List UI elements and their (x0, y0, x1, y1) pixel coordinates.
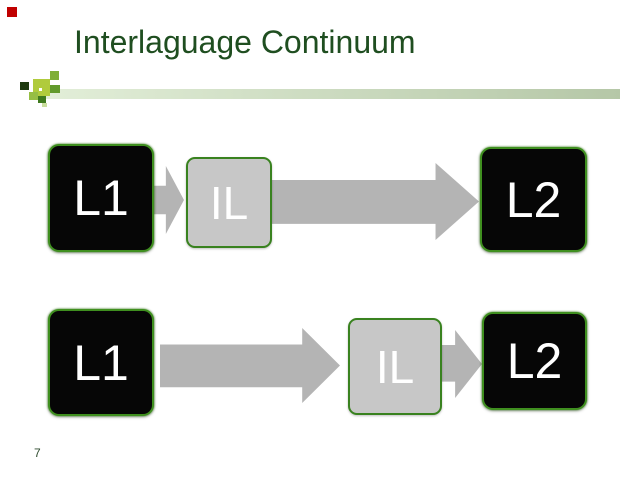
box-l1-row1: L1 (48, 144, 154, 252)
box-l1-row1-label: L1 (73, 170, 129, 226)
pixel-square (42, 103, 47, 107)
box-l1-row2-label: L1 (73, 334, 129, 391)
page-number: 7 (34, 446, 41, 460)
box-il-row2: IL (348, 318, 442, 415)
pixel-square (50, 85, 60, 93)
box-l1-row2: L1 (48, 309, 154, 416)
box-l2-row2-label: L2 (506, 333, 563, 389)
pixel-square (50, 71, 59, 80)
box-il-row2-label: IL (375, 340, 415, 393)
box-il-row1: IL (186, 157, 272, 248)
arrow-l1-to-il-row1 (151, 166, 184, 234)
box-l2-row1: L2 (480, 147, 587, 252)
box-l2-row1-label: L2 (505, 171, 562, 228)
arrow-il-to-l2-row2 (440, 330, 482, 398)
pixel-square (20, 82, 29, 90)
red-corner-square-icon (7, 7, 17, 17)
box-il-row1-label: IL (209, 176, 249, 229)
pixel-square (39, 88, 42, 91)
pixel-square (33, 79, 50, 96)
pixel-square (38, 96, 46, 103)
green-gradient-rule (46, 89, 620, 99)
arrow-il-to-l2-row1 (272, 163, 479, 240)
box-l2-row2: L2 (482, 312, 587, 410)
arrow-l1-to-il-row2 (160, 328, 340, 403)
slide-title: Interlaguage Continuum (74, 24, 416, 60)
pixel-square (29, 92, 38, 100)
